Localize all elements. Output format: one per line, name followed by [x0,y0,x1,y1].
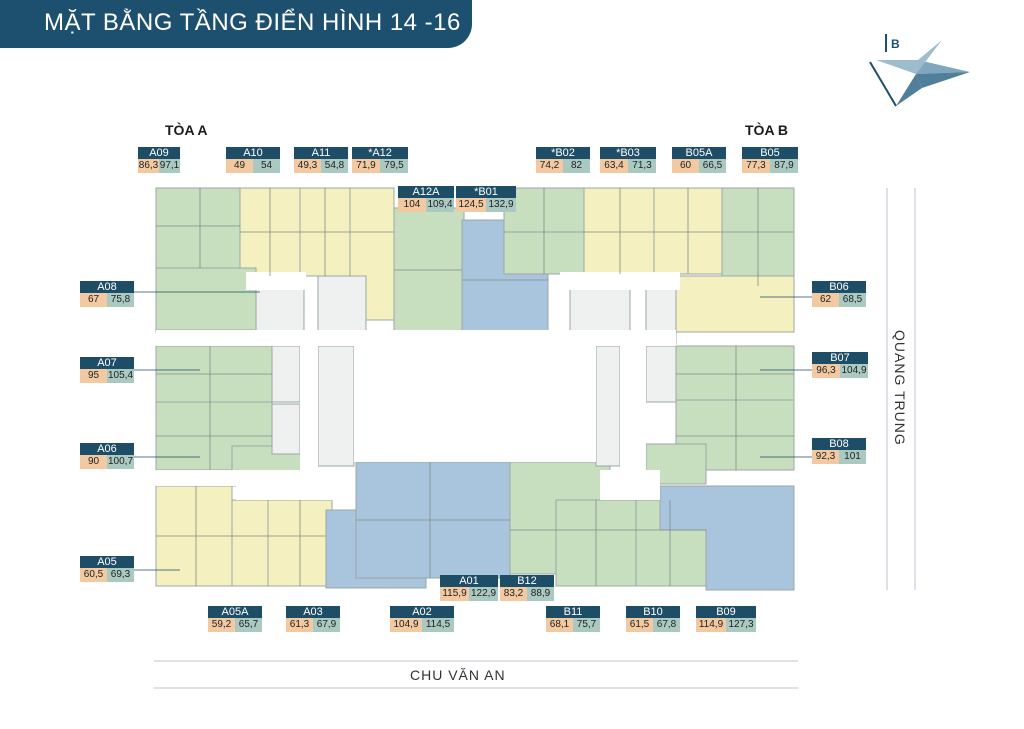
unit-b07-area [675,345,795,401]
compass-letter: B [891,37,900,51]
unit-a12a-area [393,207,465,347]
unit-a05a-area [231,499,269,587]
unit-b06-area [675,275,795,333]
tower-b-label: TÒA B [745,122,789,138]
page-title: MẶT BẰNG TẦNG ĐIỂN HÌNH 14 -16 [44,9,461,36]
street-quang-trung: QUANG TRUNG [892,330,908,446]
compass-rose-icon: B [869,34,970,107]
unit-a08-area [155,267,257,331]
unit-b03-area [583,187,655,275]
title-banner: MẶT BẰNG TẦNG ĐIỂN HÌNH 14 -16 [0,0,472,48]
tower-a-label: TÒA A [165,122,208,138]
street-chu-van-an: CHU VĂN AN [410,667,506,683]
